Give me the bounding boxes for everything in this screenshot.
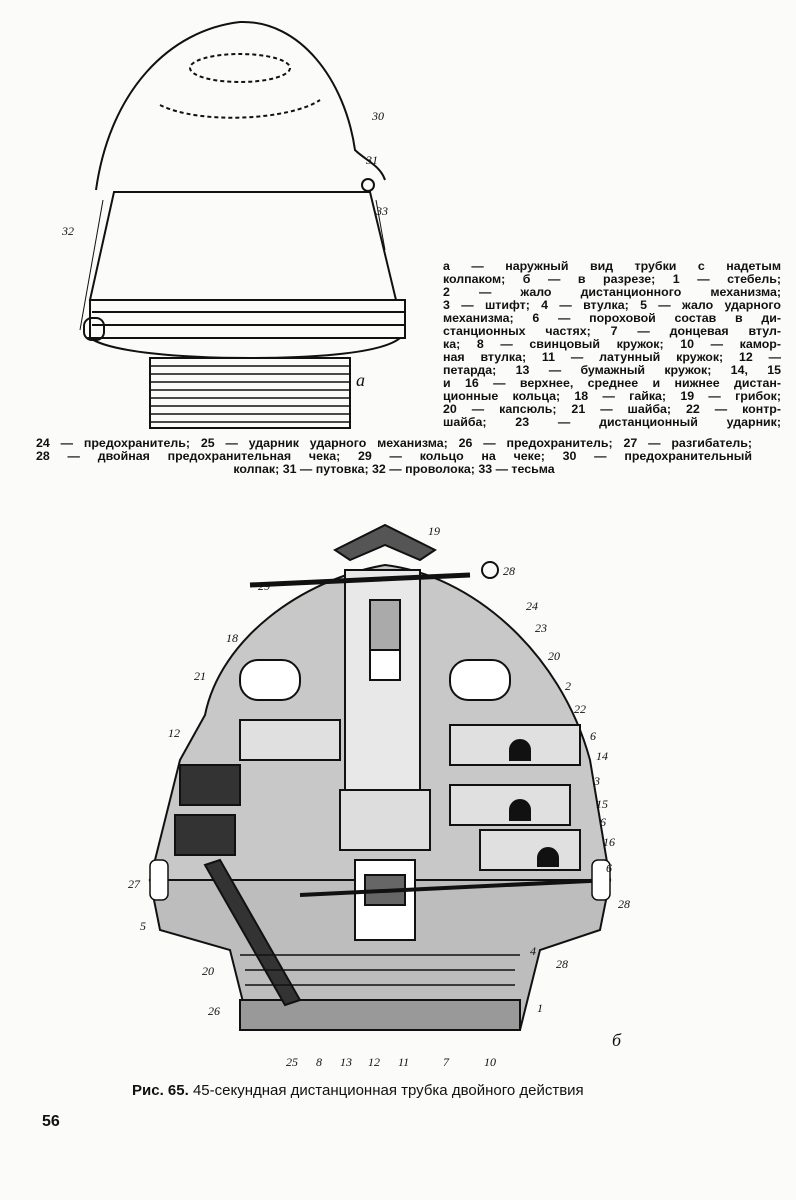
callout-label: 12 [368,1055,380,1069]
callout-label: 28 [618,897,630,911]
cap-top-dashed [189,53,291,83]
callout-label: 29 [258,579,270,593]
legend-line: 3 — штифт; 4 — втулка; 5 — жало ударного [443,298,781,312]
legend-line: петарда; 13 — бумажный кружок; 14, 15 [443,363,781,377]
figure-a-labels: 30 31 33 32 [61,109,388,238]
callout-label: 30 [371,109,384,123]
legend-full-width: 24 — предохранитель; 25 — ударник ударно… [36,437,752,476]
callout-label: 27 [128,877,141,891]
legend-line: а — наружный вид трубки с надетым [443,259,781,273]
callout-label: 16 [603,835,615,849]
legend-line: 24 — предохранитель; 25 — ударник ударно… [36,436,752,450]
legend-line: ционные кольца; 18 — гайка; 19 — грибок; [443,389,781,403]
callout-label: 21 [194,669,206,683]
fuse-external-view [79,20,406,429]
callout-label: 7 [443,1055,450,1069]
legend-line: и 16 — верхнее, среднее и нижнее дистан- [443,376,781,390]
legend-line: ная втулка; 11 — латунный кружок; 12 — [443,350,781,364]
figure-caption: Рис. 65. 45-секундная дистанционная труб… [132,1082,584,1099]
callout-label: 28 [556,957,568,971]
callout-label: 19 [428,524,440,538]
callout-label: 23 [535,621,547,635]
callout-label: 11 [398,1055,409,1069]
callout-label: 18 [226,631,238,645]
callout-label: 33 [375,204,388,218]
threaded-base [149,357,351,429]
callout-label: 20 [548,649,560,663]
figure-b-labels: 19 28 29 24 23 18 20 21 2 22 12 6 14 3 1… [128,524,630,1069]
callout-label: 2 [565,679,571,693]
callout-label: 1 [537,1001,543,1015]
callout-label: 22 [574,702,586,716]
callout-label: 13 [340,1055,352,1069]
callout-label: 12 [168,726,180,740]
callout-label: 8 [316,1055,322,1069]
callout-label: 6 [600,815,606,829]
callout-label: 26 [208,1004,220,1018]
callout-label: 4 [530,944,536,958]
callout-label: 28 [503,564,515,578]
callout-label: 14 [596,749,608,763]
legend-line: шайба; 23 — дистанционный ударник; [443,415,781,429]
callout-label: 20 [202,964,214,978]
legend-right-column: а — наружный вид трубки с надетым колпак… [443,260,781,429]
callout-label: 10 [484,1055,496,1069]
callout-label: 31 [365,153,378,167]
legend-line: 20 — капсюль; 21 — шайба; 22 — контр- [443,402,781,416]
callout-label: 6 [606,861,612,875]
callout-label: 3 [593,774,600,788]
legend-line: 2 — жало дистанционного механизма; [443,285,781,299]
callout-label: 25 [286,1055,298,1069]
legend-line: 28 — двойная предохранительная чека; 29 … [36,449,752,463]
subfigure-a-label: а [356,370,365,390]
callout-label: 32 [61,224,74,238]
page-number: 56 [42,1113,60,1130]
fuse-cross-section [148,523,612,1031]
safety-cap-outline [95,20,386,191]
callout-label: 6 [590,729,596,743]
legend-line: колпак; 31 — путовка; 32 — проволока; 33… [233,462,555,476]
legend-line: станционных частях; 7 — донцевая втул- [443,324,781,338]
callout-label: 5 [140,919,146,933]
mushroom-head [333,523,437,562]
subfigure-b-label: б [612,1030,622,1050]
legend-line: колпаком; б — в разрезе; 1 — стебель; [443,272,781,286]
legend-line: механизма; 6 — пороховой состав в ди- [443,311,781,325]
figure-number: Рис. 65. [132,1082,189,1099]
fuse-body [88,191,398,301]
legend-line: ка; 8 — свинцовый кружок; 10 — камор- [443,337,781,351]
callout-label: 24 [526,599,538,613]
figure-caption-text: 45-секундная дистанционная трубка двойно… [192,1082,584,1099]
callout-label: 15 [596,797,608,811]
